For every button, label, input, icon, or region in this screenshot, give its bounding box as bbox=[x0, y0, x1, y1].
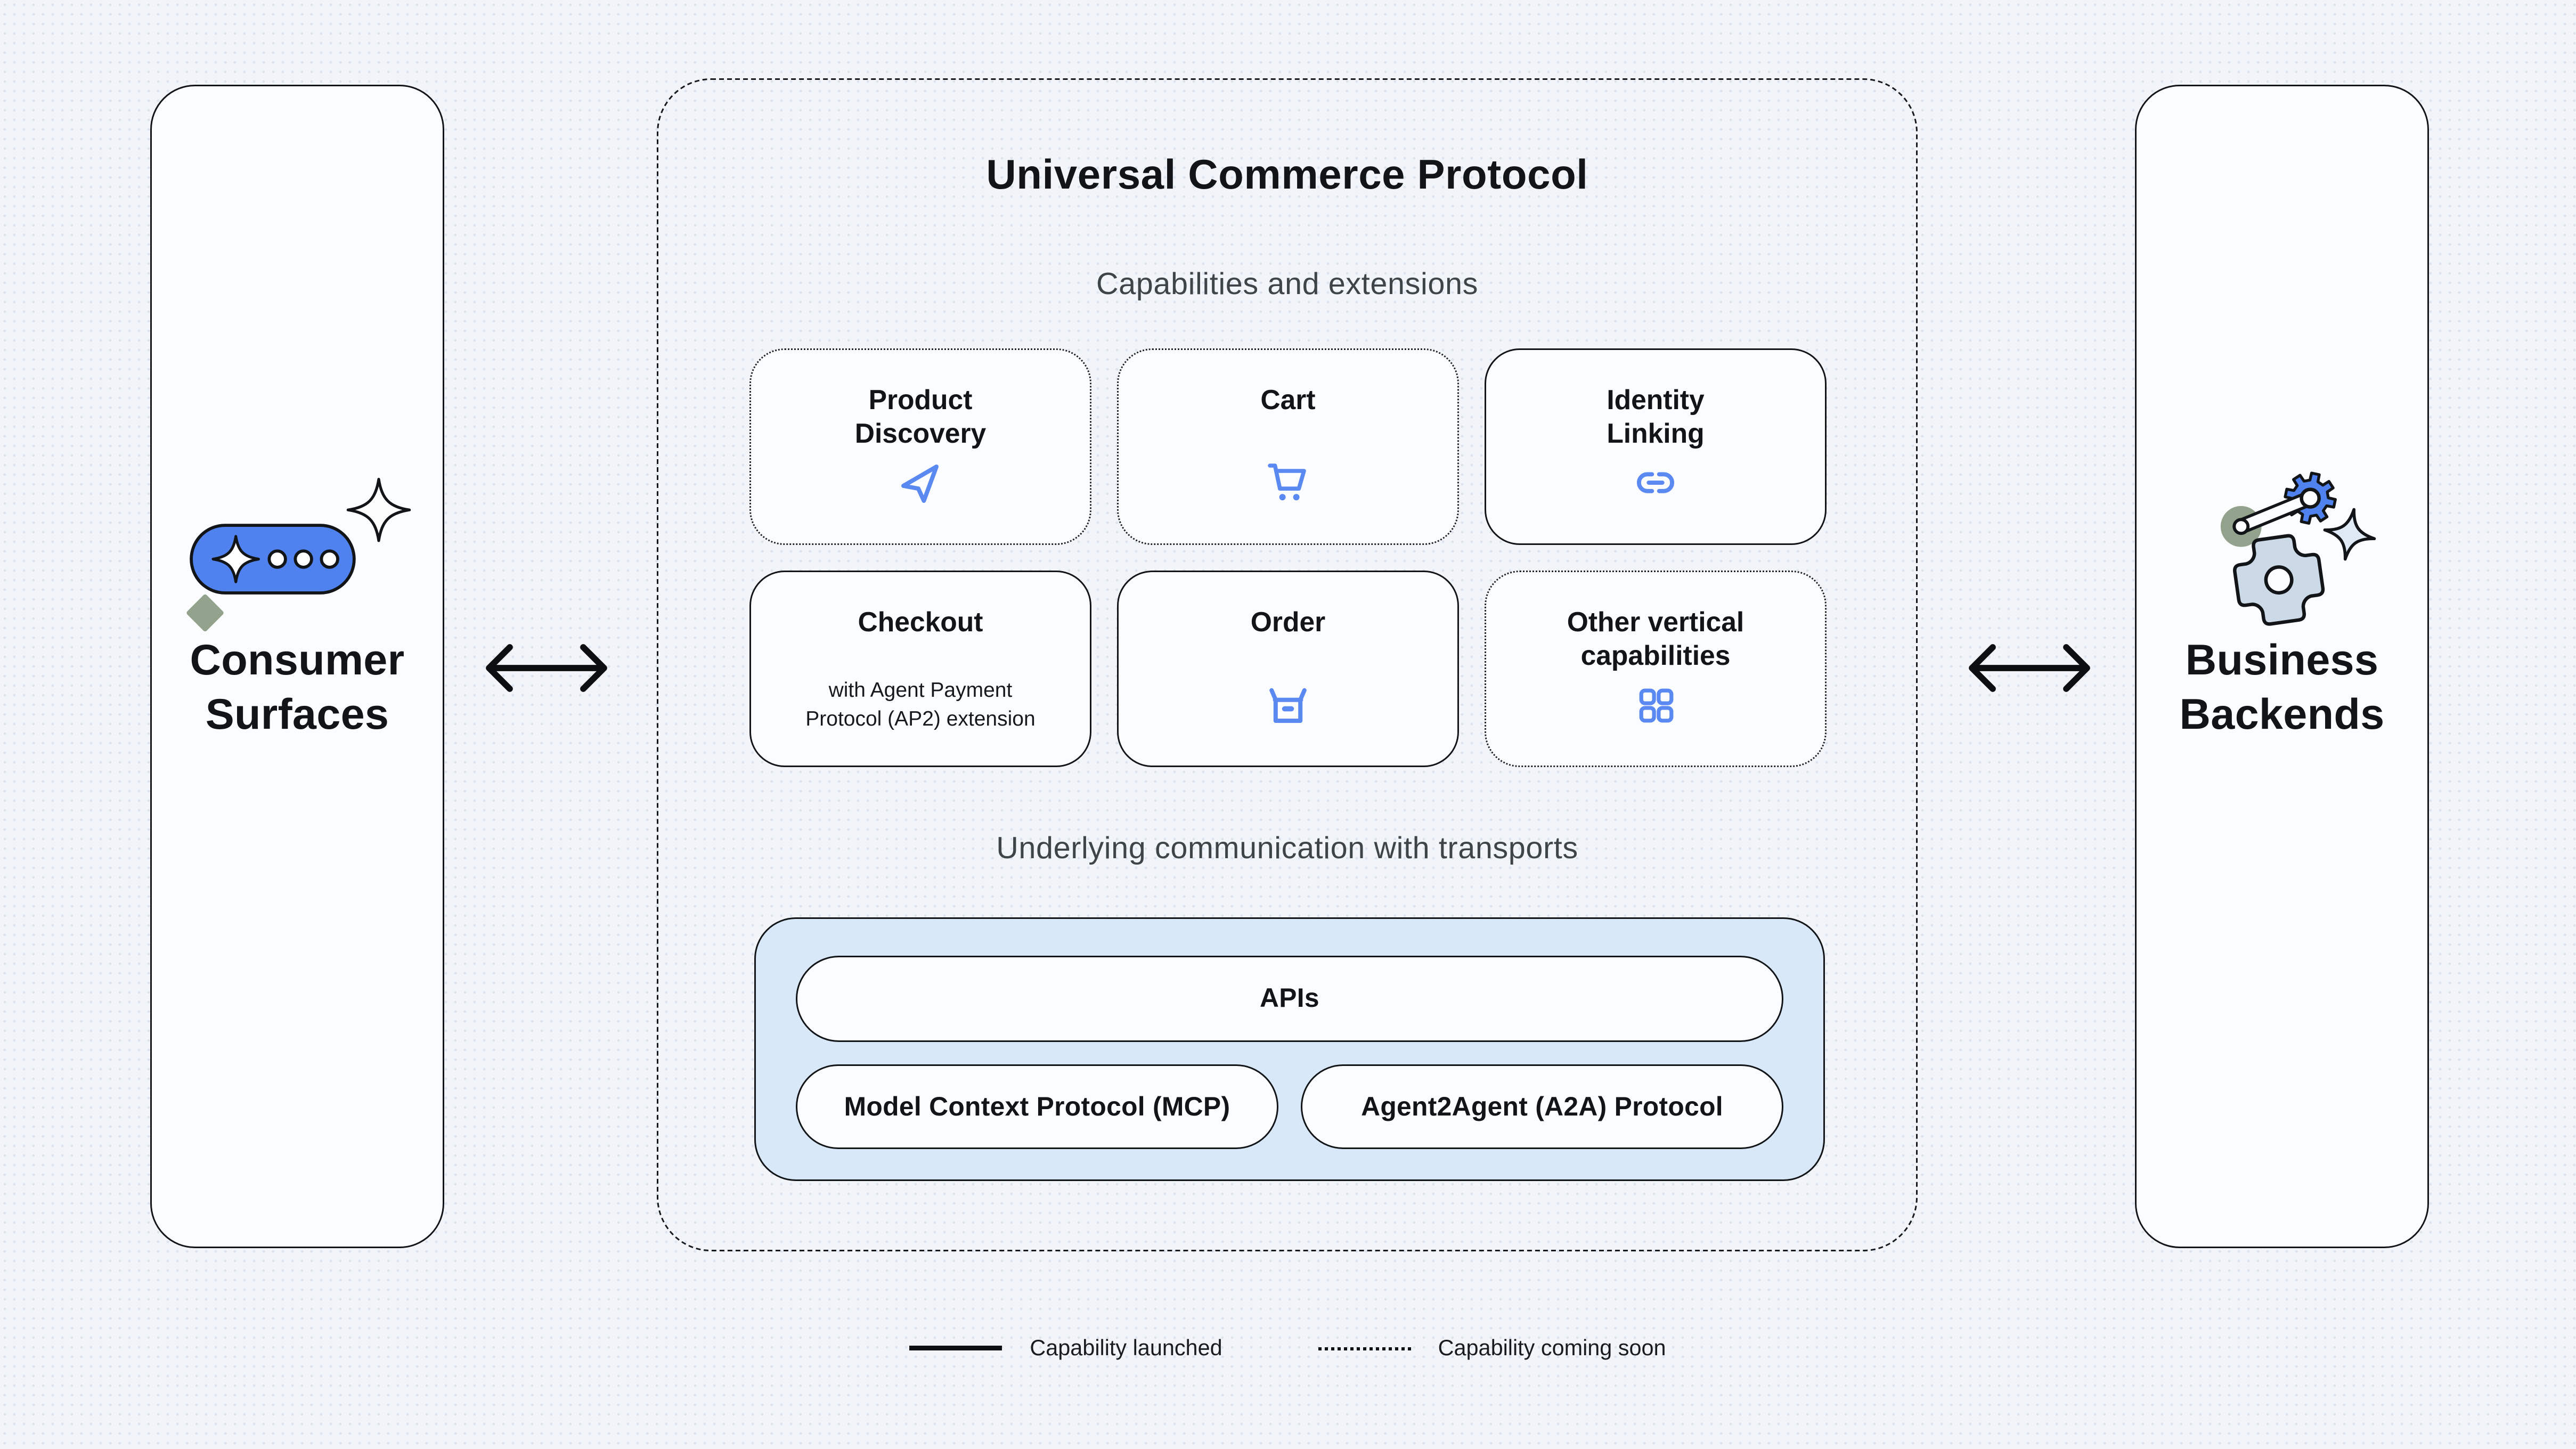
mcp-label: Model Context Protocol (MCP) bbox=[844, 1090, 1230, 1121]
legend-item-coming-soon: Capability coming soon bbox=[1318, 1336, 1666, 1360]
capability-title: Cart bbox=[1260, 384, 1316, 416]
capabilities-heading: Capabilities and extensions bbox=[1096, 268, 1478, 302]
bidirectional-arrow-icon bbox=[486, 644, 607, 692]
consumer-surfaces-title: Consumer Surfaces bbox=[190, 636, 405, 738]
business-backends-panel: Business Backends bbox=[2135, 85, 2429, 1248]
legend-solid-line bbox=[910, 1346, 1003, 1350]
bidirectional-arrow-icon bbox=[1969, 644, 2090, 692]
capability-title: Order bbox=[1250, 606, 1326, 638]
grid-squares-icon bbox=[1638, 688, 1673, 722]
consumer-surfaces-panel: Consumer Surfaces bbox=[150, 85, 444, 1248]
checkout-subtitle: with Agent Payment Protocol (AP2) extens… bbox=[805, 678, 1036, 730]
apis-pill: APIs bbox=[796, 956, 1783, 1042]
shopping-cart-icon bbox=[1268, 463, 1306, 501]
chat-dot bbox=[294, 549, 313, 569]
gears-spark-icon bbox=[2220, 471, 2376, 626]
connecting-rod bbox=[2233, 490, 2318, 535]
diamond-accent bbox=[186, 594, 224, 632]
transports-heading: Underlying communication with transports bbox=[996, 833, 1578, 866]
capability-card-order: Order bbox=[1117, 571, 1459, 767]
navigation-arrow-icon bbox=[901, 465, 939, 503]
capability-card-product-discovery: Product Discovery bbox=[749, 348, 1091, 545]
capability-title: Identity Linking bbox=[1607, 384, 1705, 449]
legend-item-launched: Capability launched bbox=[910, 1336, 1222, 1360]
sparkle-filled-icon bbox=[211, 535, 260, 583]
link-icon bbox=[1637, 472, 1674, 493]
capability-title: Product Discovery bbox=[854, 384, 987, 449]
cross-gear bbox=[2233, 534, 2325, 626]
transport-layer-box: APIs Model Context Protocol (MCP) Agent2… bbox=[754, 917, 1825, 1181]
sparkle-pale-icon bbox=[2323, 508, 2376, 561]
capability-card-identity-linking: Identity Linking bbox=[1485, 348, 1827, 545]
chat-pill-sparkle-icon bbox=[186, 477, 411, 632]
legend-label-coming-soon: Capability coming soon bbox=[1438, 1336, 1666, 1360]
sparkle-outline-icon bbox=[346, 477, 411, 542]
capability-title: Checkout bbox=[858, 606, 983, 638]
chat-dot bbox=[267, 549, 287, 569]
business-backends-title: Business Backends bbox=[2179, 636, 2385, 738]
mcp-pill: Model Context Protocol (MCP) bbox=[796, 1064, 1278, 1149]
capability-card-other-verticals: Other vertical capabilities bbox=[1485, 571, 1827, 767]
a2a-label: Agent2Agent (A2A) Protocol bbox=[1361, 1090, 1723, 1121]
apis-label: APIs bbox=[1260, 983, 1319, 1013]
legend-label-launched: Capability launched bbox=[1030, 1336, 1222, 1360]
a2a-pill: Agent2Agent (A2A) Protocol bbox=[1301, 1064, 1783, 1149]
chat-dot bbox=[320, 549, 339, 569]
universal-commerce-protocol-panel: Universal Commerce Protocol Capabilities… bbox=[657, 78, 1918, 1251]
capability-card-cart: Cart bbox=[1117, 348, 1459, 545]
capability-card-checkout: Checkout with Agent Payment Protocol (AP… bbox=[749, 571, 1091, 767]
capability-title: Other vertical capabilities bbox=[1567, 606, 1744, 671]
capabilities-grid: Product Discovery Cart bbox=[749, 348, 1827, 767]
legend: Capability launched Capability coming so… bbox=[0, 1336, 2576, 1360]
legend-dotted-line bbox=[1318, 1346, 1411, 1350]
open-box-icon bbox=[1269, 688, 1307, 723]
protocol-title: Universal Commerce Protocol bbox=[986, 150, 1588, 198]
